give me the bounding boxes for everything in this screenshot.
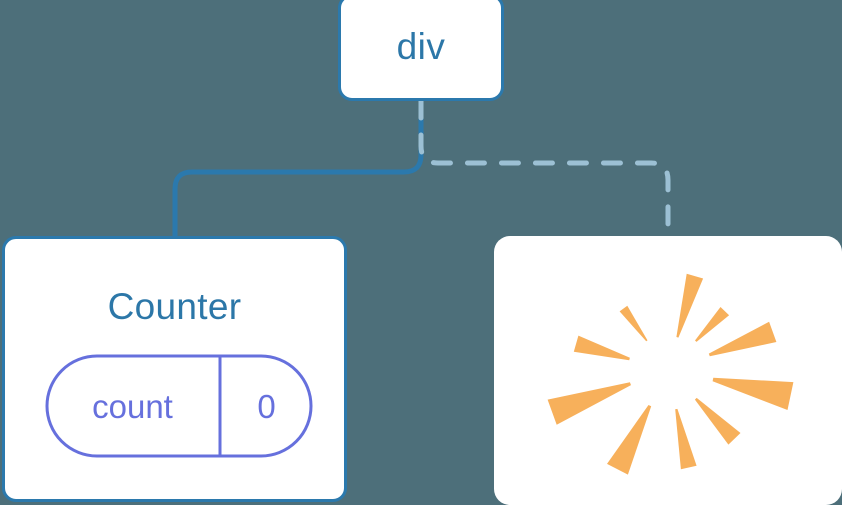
node-div-label: div — [396, 26, 446, 67]
state-key-label: count — [92, 387, 173, 425]
node-div[interactable]: div — [338, 0, 504, 101]
burst-rays — [547, 273, 794, 475]
burst-ray-8 — [547, 382, 631, 425]
burst-ray-9 — [573, 335, 630, 361]
burst-ray-6 — [675, 408, 697, 470]
node-counter[interactable]: Counter count 0 — [2, 236, 347, 502]
edge-div-to-counter — [172, 98, 424, 239]
state-pill-shape — [45, 354, 313, 458]
node-rerender-burst[interactable] — [494, 236, 842, 505]
state-pill-count[interactable]: count 0 — [45, 354, 313, 458]
burst-ray-7 — [607, 405, 652, 475]
burst-ray-2 — [695, 307, 730, 342]
burst-graphic — [494, 236, 842, 505]
edge-div-to-rerender — [418, 98, 671, 239]
state-pill-outline — [45, 354, 313, 458]
burst-ray-4 — [712, 377, 794, 410]
node-counter-label: Counter — [107, 286, 242, 327]
burst-ray-10 — [619, 305, 648, 342]
burst-ray-3 — [708, 321, 777, 357]
burst-ray-5 — [694, 397, 741, 445]
state-value-label: 0 — [257, 387, 276, 425]
burst-ray-1 — [676, 273, 704, 338]
